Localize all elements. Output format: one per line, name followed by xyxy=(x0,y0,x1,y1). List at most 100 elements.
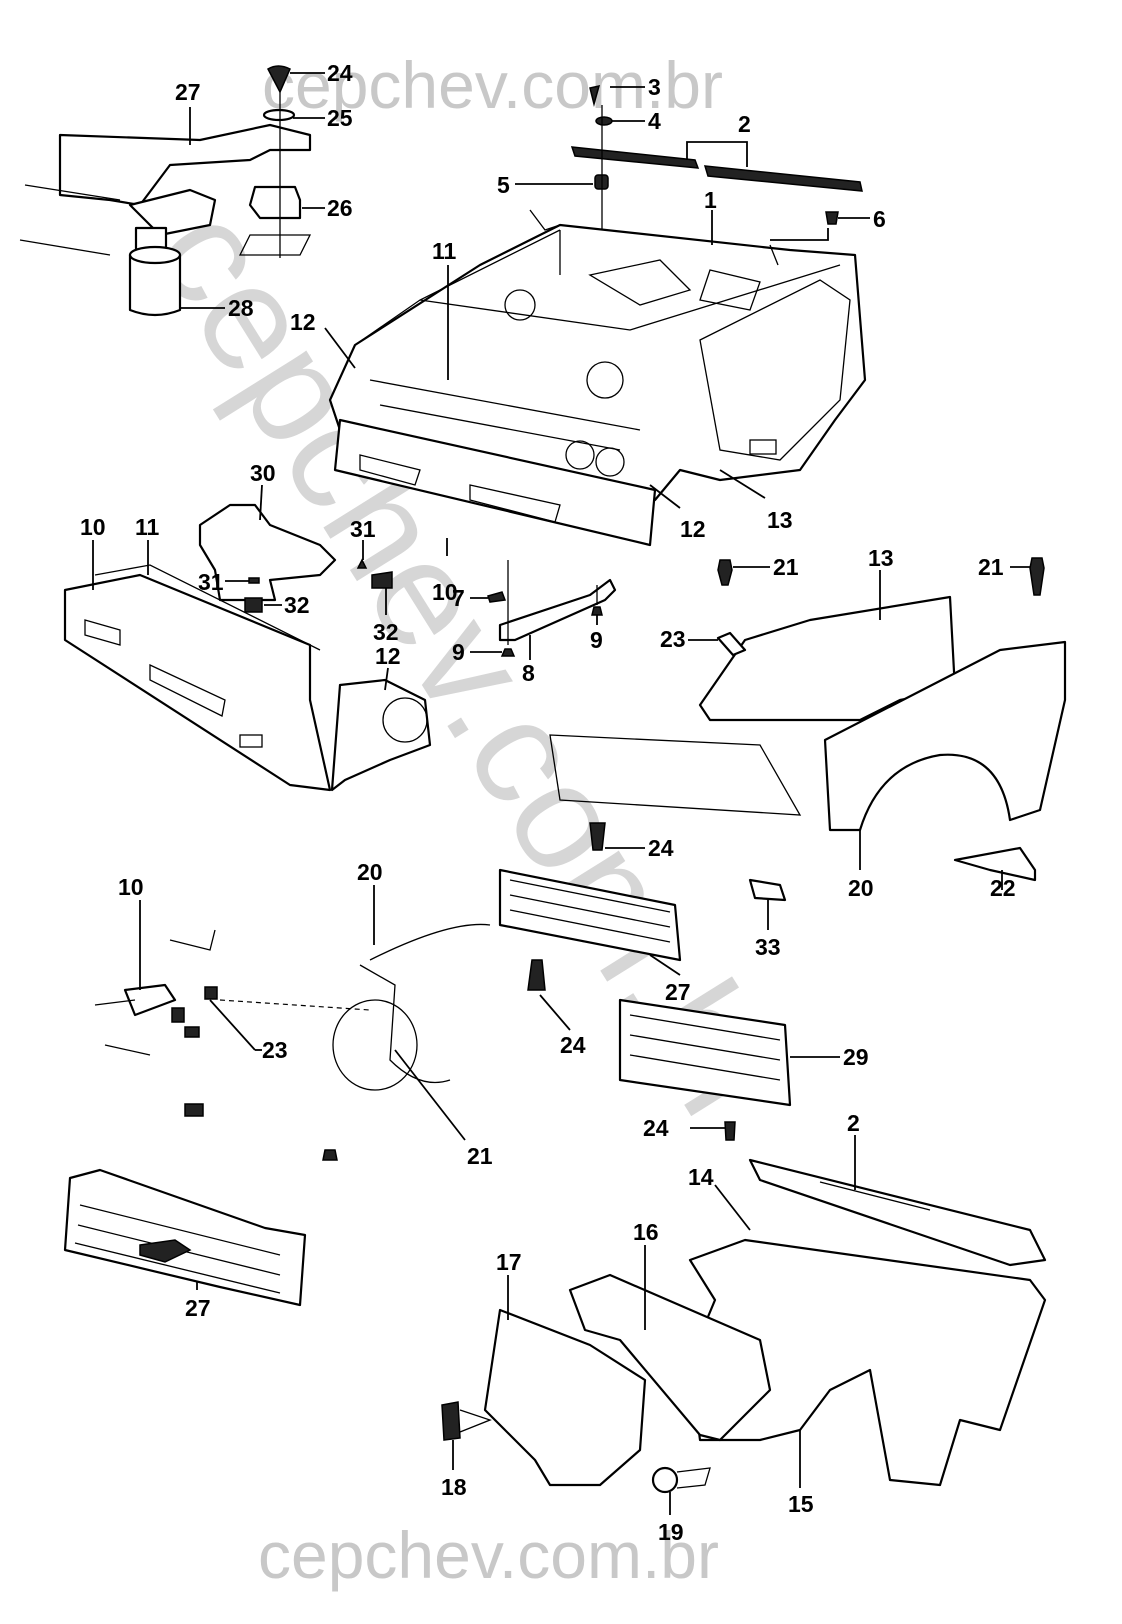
grille-27 xyxy=(498,868,682,962)
callout-24c: 24 xyxy=(560,1032,586,1058)
callout-28: 28 xyxy=(228,295,254,321)
clip-nut-33 xyxy=(748,878,787,902)
callout-30: 30 xyxy=(250,460,276,486)
clip-nut-23b xyxy=(204,986,218,1000)
reinforcement-16 xyxy=(568,1273,772,1442)
front-panel-10 xyxy=(333,418,657,547)
air-deflector-detail xyxy=(198,484,393,615)
dash-panel-detail xyxy=(441,1135,1047,1515)
callout-23b: 23 xyxy=(262,1037,288,1063)
callout-26: 26 xyxy=(327,195,353,221)
callout-17: 17 xyxy=(496,1249,522,1275)
washer-31a xyxy=(248,577,260,584)
callout-22: 22 xyxy=(990,875,1016,901)
callout-31b: 31 xyxy=(350,516,376,542)
callout-21b: 21 xyxy=(978,554,1004,580)
callout-4: 4 xyxy=(648,108,661,134)
bolt-21b xyxy=(1029,557,1045,596)
callout-25: 25 xyxy=(327,105,353,131)
callout-3: 3 xyxy=(648,74,661,100)
callout-14: 14 xyxy=(688,1164,714,1190)
callout-11: 11 xyxy=(432,238,457,264)
bolt-21c xyxy=(322,1149,338,1161)
callout-9b: 9 xyxy=(590,627,603,653)
cowl-grille-2b xyxy=(748,1158,1047,1267)
callout-19: 19 xyxy=(658,1519,684,1545)
cowl-vent-detail xyxy=(515,84,870,260)
grille-insert-29 xyxy=(618,998,792,1107)
bracket-22 xyxy=(953,846,1037,882)
callout-11b: 11 xyxy=(135,514,160,540)
grille-mount-detail xyxy=(19,65,325,317)
callout-27c: 27 xyxy=(185,1295,211,1321)
callout-12c: 12 xyxy=(375,643,401,669)
fender-attach-detail xyxy=(94,885,491,1290)
callout-21: 21 xyxy=(773,554,799,580)
callout-13: 13 xyxy=(767,507,793,533)
screw-3 xyxy=(589,84,601,107)
bolt-21a xyxy=(717,559,733,586)
bolt-32b xyxy=(371,571,393,589)
inner-apron-13 xyxy=(699,279,851,461)
callout-23: 23 xyxy=(660,626,686,652)
callout-10: 10 xyxy=(432,579,458,605)
callout-24b: 24 xyxy=(648,835,674,861)
screw-24b xyxy=(589,822,606,851)
washer-25 xyxy=(262,108,296,122)
screw-24c xyxy=(527,959,546,991)
callout-24: 24 xyxy=(327,60,353,86)
fender-detail xyxy=(688,557,1067,890)
cowl-grille-left xyxy=(570,146,700,169)
callout-21c: 21 xyxy=(467,1143,493,1169)
callout-1: 1 xyxy=(704,187,717,213)
washer-4 xyxy=(595,116,613,126)
grommet-26 xyxy=(248,185,302,220)
callout-10c: 10 xyxy=(118,874,144,900)
callout-18: 18 xyxy=(441,1474,467,1500)
callout-7: 7 xyxy=(452,585,465,611)
callout-8: 8 xyxy=(522,660,535,686)
callout-27: 27 xyxy=(175,79,201,105)
callout-29: 29 xyxy=(843,1044,869,1070)
callout-13b: 13 xyxy=(868,545,894,571)
headlamp-support-detail xyxy=(330,667,432,792)
brace-detail xyxy=(470,560,617,660)
callout-10b: 10 xyxy=(80,514,106,540)
bolt-32a xyxy=(244,597,263,613)
callout-15: 15 xyxy=(788,1491,814,1517)
callout-16: 16 xyxy=(633,1219,659,1245)
clip-nut-23e xyxy=(184,1103,204,1117)
callout-5: 5 xyxy=(497,172,510,198)
watermark-bottom: cepchev.com.br xyxy=(258,1518,719,1592)
clip-nut-7 xyxy=(487,591,507,603)
callout-20: 20 xyxy=(848,875,874,901)
center-grille-detail xyxy=(498,734,840,1141)
plug-18 xyxy=(441,1401,461,1441)
screw-24d xyxy=(724,1121,736,1141)
callout-12b: 12 xyxy=(680,516,706,542)
front-panel-detail xyxy=(63,540,332,792)
screw-19 xyxy=(651,1466,679,1494)
front-body-structure xyxy=(324,209,867,556)
radiator-grille-detail xyxy=(63,1168,307,1307)
callout-20b: 20 xyxy=(357,859,383,885)
callout-24d: 24 xyxy=(643,1115,669,1141)
callout-2b: 2 xyxy=(847,1110,860,1136)
callout-32b: 32 xyxy=(373,619,399,645)
cowl-grille-right xyxy=(703,165,863,192)
bolt-9a xyxy=(500,648,516,657)
nut-6 xyxy=(825,211,839,225)
washer-31b xyxy=(356,558,368,569)
clip-nut-23 xyxy=(716,631,747,657)
bolt-9b xyxy=(591,606,603,616)
callout-6: 6 xyxy=(873,206,886,232)
callout-12: 12 xyxy=(290,309,316,335)
callout-2: 2 xyxy=(738,111,751,137)
callout-33: 33 xyxy=(755,934,781,960)
fender-20 xyxy=(823,640,1067,832)
clip-nut-23c xyxy=(171,1007,185,1023)
screw-24 xyxy=(267,65,291,94)
callout-9: 9 xyxy=(452,639,465,665)
chevrolet-bowtie-emblem xyxy=(139,1239,192,1263)
